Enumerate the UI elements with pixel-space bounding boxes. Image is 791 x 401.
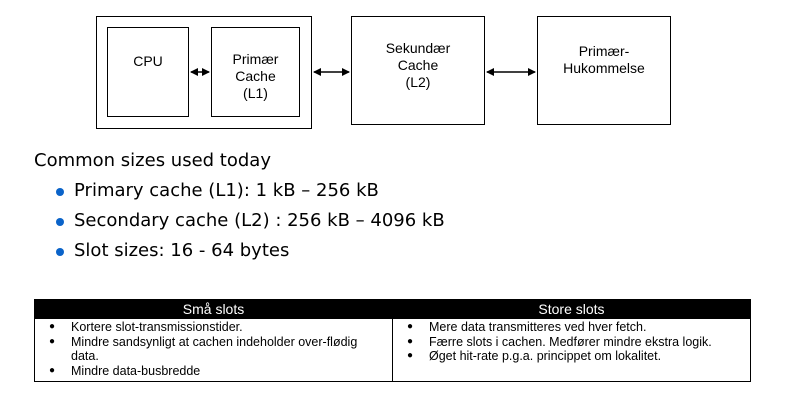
list-item: Færre slots i cachen. Medfører mindre ek…	[403, 335, 740, 350]
l1-label-line: Primær	[232, 51, 279, 67]
common-sizes-section: Common sizes used today Primary cache (L…	[34, 146, 445, 266]
memory-box: Primær- Hukommelse	[537, 16, 671, 125]
l2-label-line: (L2)	[405, 74, 431, 90]
sizes-list: Primary cache (L1): 1 kB – 256 kB Second…	[34, 176, 445, 266]
memory-label-line: Primær-	[578, 43, 630, 59]
connector-arrows	[190, 68, 536, 76]
list-item: Mindre sandsynligt at cachen indeholder …	[45, 335, 382, 364]
memory-label: Primær- Hukommelse	[538, 43, 670, 77]
list-item: Primary cache (L1): 1 kB – 256 kB	[34, 176, 445, 206]
list-item: Mindre data-busbredde	[45, 364, 382, 379]
l1-label-line: (L1)	[243, 85, 268, 101]
memory-label-line: Hukommelse	[563, 60, 645, 76]
list-item: Slot sizes: 16 - 64 bytes	[34, 236, 445, 266]
slot-comparison-table: Små slots Store slots Kortere slot-trans…	[34, 299, 751, 382]
l1-label: Primær Cache (L1)	[212, 51, 299, 102]
cpu-box: CPU	[107, 27, 189, 117]
l1-cache-box: Primær Cache (L1)	[211, 27, 300, 117]
l2-label-line: Sekundær	[385, 40, 451, 56]
list-item: Øget hit-rate p.g.a. princippet om lokal…	[403, 349, 740, 364]
list-item: Secondary cache (L2) : 256 kB – 4096 kB	[34, 206, 445, 236]
sizes-heading: Common sizes used today	[34, 150, 271, 171]
l2-cache-box: Sekundær Cache (L2)	[351, 16, 485, 125]
list-item: Kortere slot-transmissionstider.	[45, 320, 382, 335]
list-item: Mere data transmitteres ved hver fetch.	[403, 320, 740, 335]
large-slots-cell: Mere data transmitteres ved hver fetch. …	[392, 318, 751, 382]
l2-label: Sekundær Cache (L2)	[352, 40, 484, 91]
l1-label-line: Cache	[235, 68, 276, 84]
header-large-slots: Store slots	[392, 299, 751, 319]
header-small-slots: Små slots	[34, 299, 393, 319]
cpu-label: CPU	[133, 53, 163, 69]
small-slots-cell: Kortere slot-transmissionstider. Mindre …	[34, 318, 393, 382]
l2-label-line: Cache	[397, 57, 439, 73]
